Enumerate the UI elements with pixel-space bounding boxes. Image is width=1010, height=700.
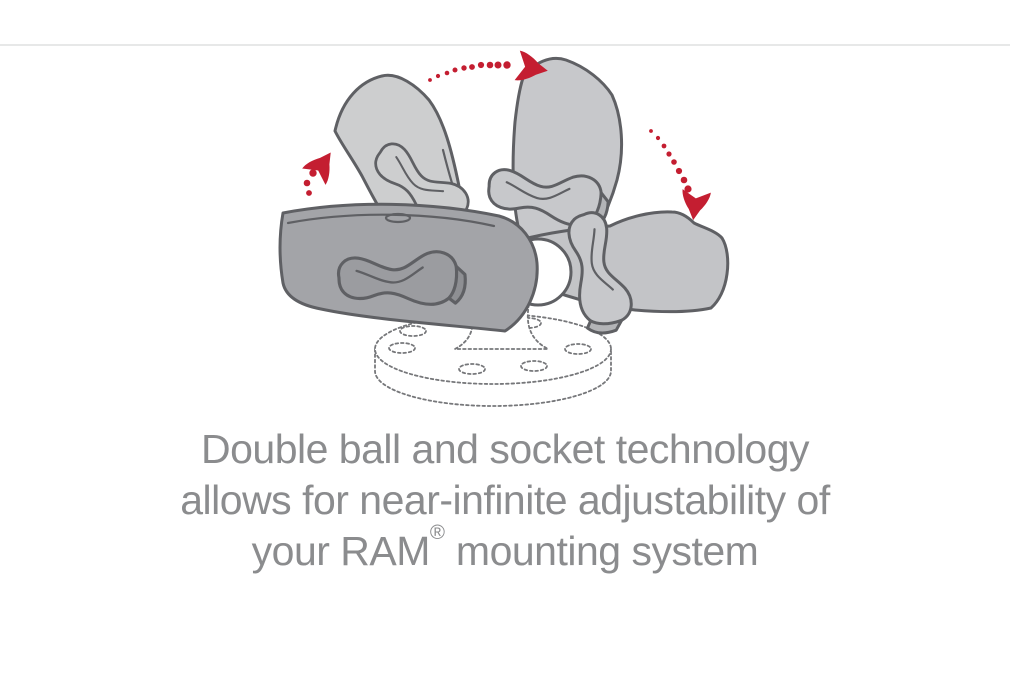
arrow-dots (303, 169, 317, 196)
caption-line-3-start: your RAM (251, 528, 431, 574)
arrowhead (302, 144, 343, 185)
rotation-arrow-left (302, 144, 343, 196)
caption-line-3: your RAM® mounting system (0, 522, 1010, 577)
arrow-dots (649, 129, 692, 193)
caption-line-1: Double ball and socket technology (200, 426, 810, 472)
caption-line-3-end: mounting system (445, 528, 759, 574)
caption: Double ball and socket technology allows… (0, 424, 1010, 577)
registered-trademark-symbol: ® (429, 521, 446, 545)
arm-bolt-hole (384, 212, 412, 224)
arrow-dots (428, 61, 511, 82)
top-divider (0, 44, 1010, 46)
rotation-arrow-top (428, 50, 551, 86)
caption-line-2: allows for near-infinite adjustability o… (180, 477, 830, 523)
rotation-arrow-right (649, 129, 711, 222)
double-socket-arm-diagram (278, 50, 730, 407)
product-illustration (278, 50, 730, 407)
